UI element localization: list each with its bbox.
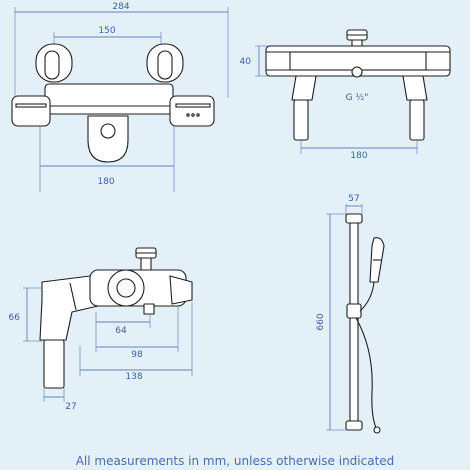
rail-bottom-bracket bbox=[345, 420, 363, 431]
front-view: 284 150 180 bbox=[11, 2, 229, 192]
right-handle bbox=[169, 95, 215, 127]
dim-label-138: 138 bbox=[125, 372, 142, 382]
right-handle-marker-2 bbox=[191, 113, 195, 117]
side-diverter-knob bbox=[116, 278, 136, 298]
right-leg-top bbox=[402, 75, 428, 101]
dim-label-284: 284 bbox=[112, 2, 129, 12]
side-leg-pipe bbox=[43, 339, 65, 389]
outlet-neck bbox=[351, 39, 363, 47]
left-handle-grip bbox=[15, 103, 47, 108]
outlet-thread-label: G ½" bbox=[346, 93, 369, 103]
right-handle-grip bbox=[175, 103, 211, 108]
rail-top-bracket bbox=[345, 213, 363, 224]
dim-label-64: 64 bbox=[115, 326, 127, 336]
side-handle bbox=[169, 275, 193, 305]
left-inlet-elbow bbox=[35, 43, 73, 83]
hose-upper bbox=[359, 281, 375, 312]
left-handle bbox=[11, 95, 51, 127]
side-elbow bbox=[39, 275, 99, 341]
rail-view: 57 660 bbox=[316, 194, 385, 434]
side-outlet-neck bbox=[140, 257, 152, 271]
right-handle-marker-3 bbox=[196, 113, 200, 117]
left-leg-top bbox=[291, 75, 317, 101]
right-inlet-elbow bbox=[146, 43, 184, 83]
dim-label-27: 27 bbox=[65, 402, 76, 412]
top-view: 40 G ½" 180 bbox=[240, 29, 451, 161]
hose-lower bbox=[355, 317, 377, 429]
top-outlet bbox=[351, 66, 363, 78]
spout bbox=[87, 115, 129, 163]
measurements-caption: All measurements in mm, unless otherwise… bbox=[76, 454, 395, 468]
dim-label-660: 660 bbox=[316, 313, 326, 330]
left-inlet-inner bbox=[44, 50, 60, 80]
side-elbow-seam bbox=[69, 282, 77, 311]
side-spout-stub bbox=[143, 303, 155, 315]
dim-label-40: 40 bbox=[240, 57, 252, 67]
spout-diverter bbox=[100, 123, 116, 139]
dim-label-180-top: 180 bbox=[350, 151, 367, 161]
rail-bar bbox=[349, 222, 359, 422]
hose-connector bbox=[373, 426, 381, 434]
rail-slider bbox=[346, 303, 362, 319]
right-leg-pipe bbox=[409, 99, 425, 141]
right-handle-marker-1 bbox=[186, 113, 190, 117]
dim-label-66: 66 bbox=[9, 313, 21, 323]
dim-label-150: 150 bbox=[98, 26, 115, 36]
dim-label-98: 98 bbox=[131, 350, 143, 360]
valve-body bbox=[44, 83, 174, 115]
right-inlet-inner bbox=[157, 50, 173, 80]
left-leg-pipe bbox=[293, 99, 309, 141]
dim-label-57: 57 bbox=[348, 194, 359, 204]
dim-label-180-front: 180 bbox=[97, 177, 114, 187]
side-view: 66 64 98 138 27 bbox=[9, 247, 193, 412]
